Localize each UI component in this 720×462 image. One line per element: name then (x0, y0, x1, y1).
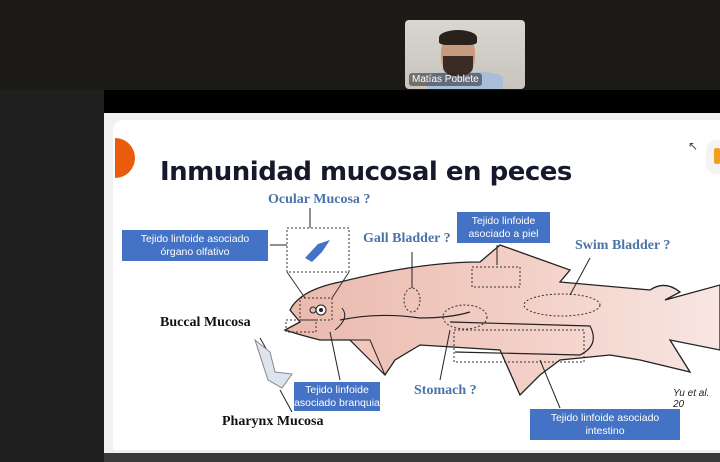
label-stomach: Stomach ? (414, 383, 477, 398)
accent-shape (115, 138, 135, 178)
left-panel (0, 90, 104, 462)
participant-beard (443, 56, 473, 76)
label-pharynx-mucosa: Pharynx Mucosa (222, 414, 324, 429)
participant-name: Matías Poblete (409, 73, 482, 86)
share-header (104, 90, 720, 113)
box-line: intestino (585, 424, 625, 437)
slide-title: Inmunidad mucosal en peces (160, 157, 572, 187)
box-line: asociado a piel (468, 227, 539, 240)
participant-video-tile[interactable]: Matías Poblete (405, 20, 525, 89)
box-gut-tissue: Tejido linfoide asociado intestino (530, 409, 680, 440)
box-olfactory-tissue: Tejido linfoide asociado órgano olfativo (122, 230, 268, 261)
label-gall-bladder: Gall Bladder ? (363, 231, 451, 246)
label-buccal-mucosa: Buccal Mucosa (160, 315, 251, 330)
box-gill-tissue: Tejido linfoide asociado branquia (294, 382, 380, 411)
box-skin-tissue: Tejido linfoide asociado a piel (457, 212, 550, 243)
label-swim-bladder: Swim Bladder ? (575, 238, 671, 253)
mouse-cursor-icon: ↖ (688, 139, 699, 153)
fish-body (283, 244, 720, 397)
side-panel-icon[interactable] (706, 140, 720, 174)
citation: Yu et al. 20 (673, 388, 710, 410)
participant-hair (439, 30, 477, 45)
box-line: Tejido linfoide asociado (550, 411, 660, 424)
box-line: Tejido linfoide (305, 383, 369, 396)
box-line: asociado branquia (294, 396, 380, 409)
label-ocular-mucosa: Ocular Mucosa ? (268, 192, 371, 207)
box-line: órgano olfativo (160, 245, 230, 258)
bottom-bar (104, 453, 720, 462)
top-bar (0, 0, 720, 90)
box-line: Tejido linfoide asociado (140, 232, 250, 245)
box-line: Tejido linfoide (471, 214, 536, 227)
